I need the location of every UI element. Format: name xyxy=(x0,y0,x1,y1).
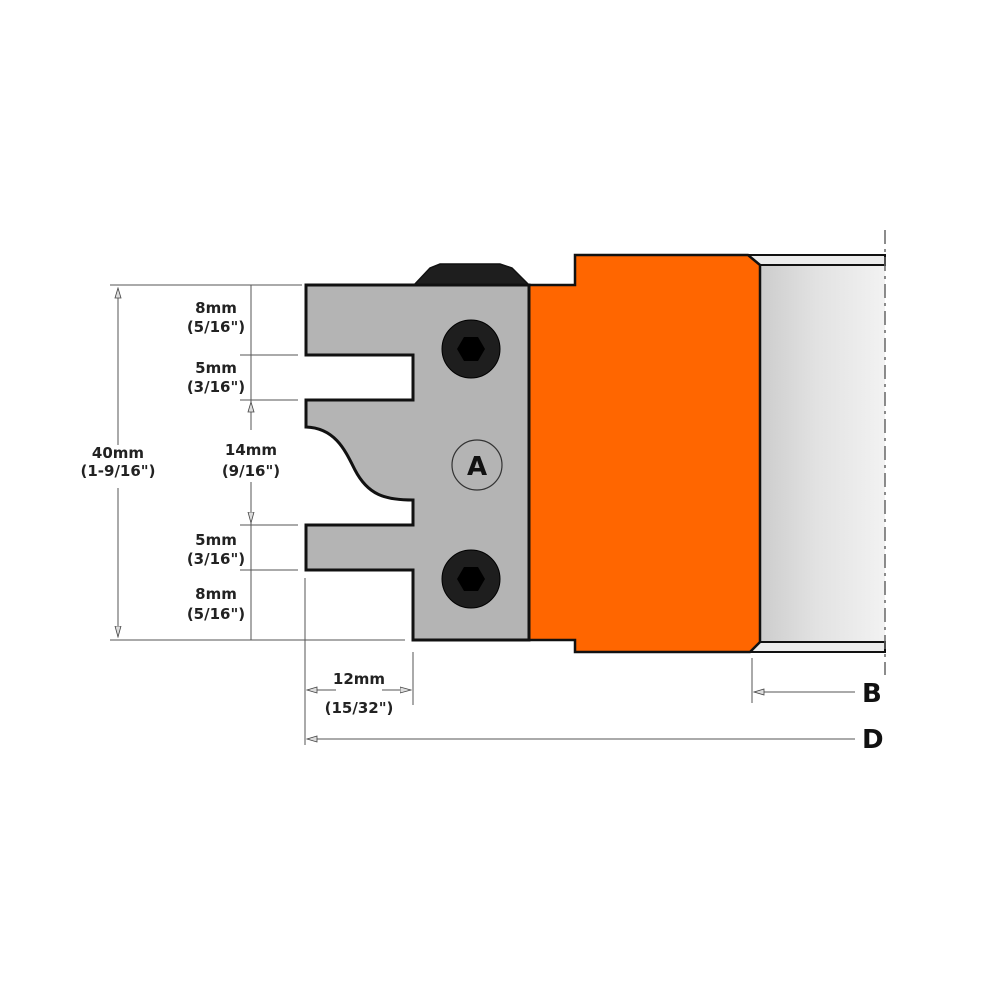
screw-top xyxy=(441,319,501,379)
dim-total-height: 40mm (1-9/16") xyxy=(81,288,156,637)
hex-socket-icon xyxy=(457,337,485,361)
svg-text:(15/32"): (15/32") xyxy=(325,699,394,717)
svg-text:(1-9/16"): (1-9/16") xyxy=(81,462,156,480)
knife-label-a: A xyxy=(451,439,503,491)
svg-text:40mm: 40mm xyxy=(92,444,144,462)
svg-text:(3/16"): (3/16") xyxy=(187,550,245,568)
svg-text:8mm: 8mm xyxy=(195,299,237,317)
extension-lines xyxy=(110,284,753,745)
gib-screw-head xyxy=(412,263,531,286)
svg-text:A: A xyxy=(467,452,487,482)
svg-text:8mm: 8mm xyxy=(195,585,237,603)
dim-diameter-d: D xyxy=(307,725,884,755)
svg-text:(5/16"): (5/16") xyxy=(187,318,245,336)
dim-bore-b: B xyxy=(754,679,882,709)
dim-segments: 8mm (5/16") 5mm (3/16") 14mm (9/16") 5mm… xyxy=(180,285,287,640)
orange-cutter-body xyxy=(527,253,762,654)
svg-text:D: D xyxy=(862,725,884,755)
hex-socket-icon xyxy=(457,567,485,591)
screw-bottom xyxy=(441,549,501,609)
disk-body xyxy=(745,230,886,675)
svg-text:(3/16"): (3/16") xyxy=(187,378,245,396)
svg-text:14mm: 14mm xyxy=(225,441,277,459)
svg-text:B: B xyxy=(862,679,882,709)
svg-text:5mm: 5mm xyxy=(195,531,237,549)
svg-text:5mm: 5mm xyxy=(195,359,237,377)
svg-text:(5/16"): (5/16") xyxy=(187,605,245,623)
svg-text:12mm: 12mm xyxy=(333,670,385,688)
svg-text:(9/16"): (9/16") xyxy=(222,462,280,480)
dim-profile-depth: 12mm (15/32") xyxy=(307,670,411,717)
